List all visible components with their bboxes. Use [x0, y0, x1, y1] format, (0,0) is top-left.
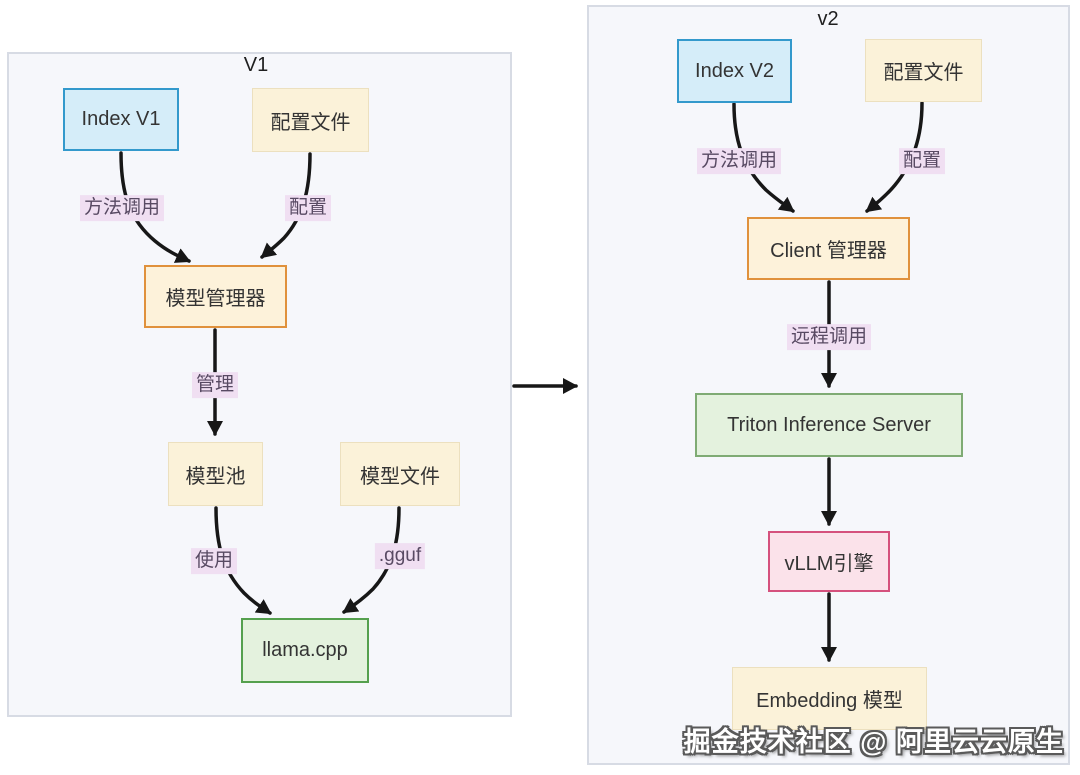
edge-label-use: 使用 — [190, 548, 238, 574]
node-triton-server: Triton Inference Server — [695, 393, 963, 457]
node-index-v1: Index V1 — [63, 88, 179, 151]
node-vllm-engine: vLLM引擎 — [768, 531, 890, 592]
panel-v2 — [587, 5, 1070, 765]
node-model-file: 模型文件 — [340, 442, 460, 506]
node-index-v2: Index V2 — [677, 39, 792, 103]
edge-label-method-call-v1: 方法调用 — [79, 195, 165, 221]
node-embedding-model: Embedding 模型 — [732, 667, 927, 730]
node-model-pool: 模型池 — [168, 442, 263, 506]
node-llama-cpp: llama.cpp — [241, 618, 369, 683]
edge-label-gguf: .gguf — [374, 543, 426, 569]
panel-v2-title: v2 — [817, 8, 839, 30]
watermark-text: 掘金技术社区 @ 阿里云云原生 — [683, 727, 1064, 757]
edge-label-manage: 管理 — [191, 372, 239, 398]
edge-label-config-v1: 配置 — [284, 195, 332, 221]
node-config-file-v1: 配置文件 — [252, 88, 369, 152]
edge-label-method-call-v2: 方法调用 — [696, 148, 782, 174]
panel-v1-title: V1 — [243, 54, 269, 76]
node-client-manager: Client 管理器 — [747, 217, 910, 280]
node-model-manager: 模型管理器 — [144, 265, 287, 328]
edge-label-config-v2: 配置 — [898, 148, 946, 174]
node-config-file-v2: 配置文件 — [865, 39, 982, 102]
edge-label-remote-call: 远程调用 — [786, 324, 872, 350]
